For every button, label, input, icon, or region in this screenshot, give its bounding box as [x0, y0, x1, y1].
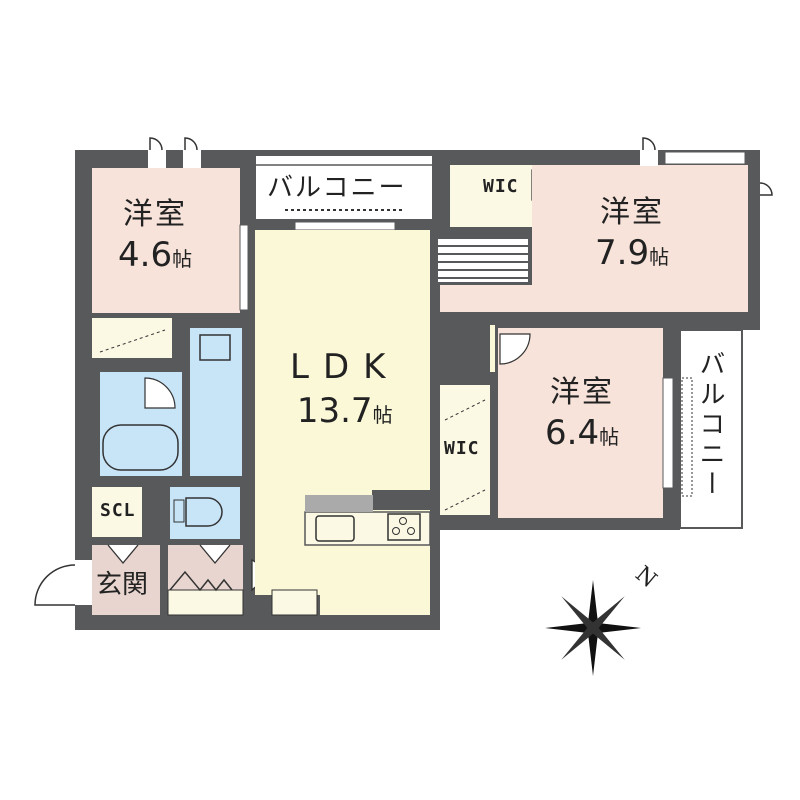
wash-room: [190, 328, 242, 476]
balcony-top: [254, 154, 434, 221]
toilet: [170, 487, 240, 539]
western-room-1-label: 洋室 4.6帖: [118, 197, 192, 273]
area-unit: 帖: [649, 245, 670, 269]
room-name: LDK: [290, 347, 400, 387]
room-area: 13.7帖: [290, 394, 399, 428]
sink-icon: [315, 515, 355, 542]
western-room-3-label: 洋室 6.4帖: [545, 375, 619, 451]
western-room-2-label: 洋室 7.9帖: [595, 195, 669, 271]
area-value: 4.6: [118, 235, 173, 275]
room-area: 4.6帖: [118, 238, 192, 272]
stove-icon: [387, 513, 421, 541]
area-unit: 帖: [172, 247, 193, 271]
balcony-right: [679, 329, 743, 529]
western-room-3-floor: [498, 328, 663, 518]
room-name: 洋室: [550, 375, 615, 410]
bathroom: [100, 372, 182, 476]
area-value: 6.4: [545, 413, 600, 453]
western-room-1-floor: [92, 168, 240, 313]
room-area: 6.4帖: [545, 416, 619, 450]
room-name: 洋室: [600, 195, 665, 230]
area-unit: 帖: [372, 403, 393, 427]
area-unit: 帖: [599, 425, 620, 449]
room-name: 洋室: [123, 197, 188, 232]
stairs: [436, 237, 530, 284]
wic-top: [450, 165, 532, 227]
wic-middle: [440, 385, 490, 515]
compass-icon: [545, 580, 641, 676]
balcony-right-label: バルコニー: [695, 350, 725, 500]
ldk-label: LDK 13.7帖: [290, 350, 399, 428]
balcony-top-label: バルコニー: [267, 173, 407, 203]
room-area: 7.9帖: [595, 236, 669, 270]
area-value: 7.9: [595, 233, 650, 273]
shoe-closet: [92, 487, 142, 537]
entrance-label: 玄関: [96, 570, 149, 600]
scl-label: SCL: [100, 500, 136, 521]
western-room-2-floor: [440, 165, 748, 312]
closet-1: [92, 318, 172, 358]
wic-middle-label: WIC: [444, 438, 480, 459]
area-value: 13.7: [296, 391, 373, 431]
wic-top-label: WIC: [483, 176, 519, 197]
